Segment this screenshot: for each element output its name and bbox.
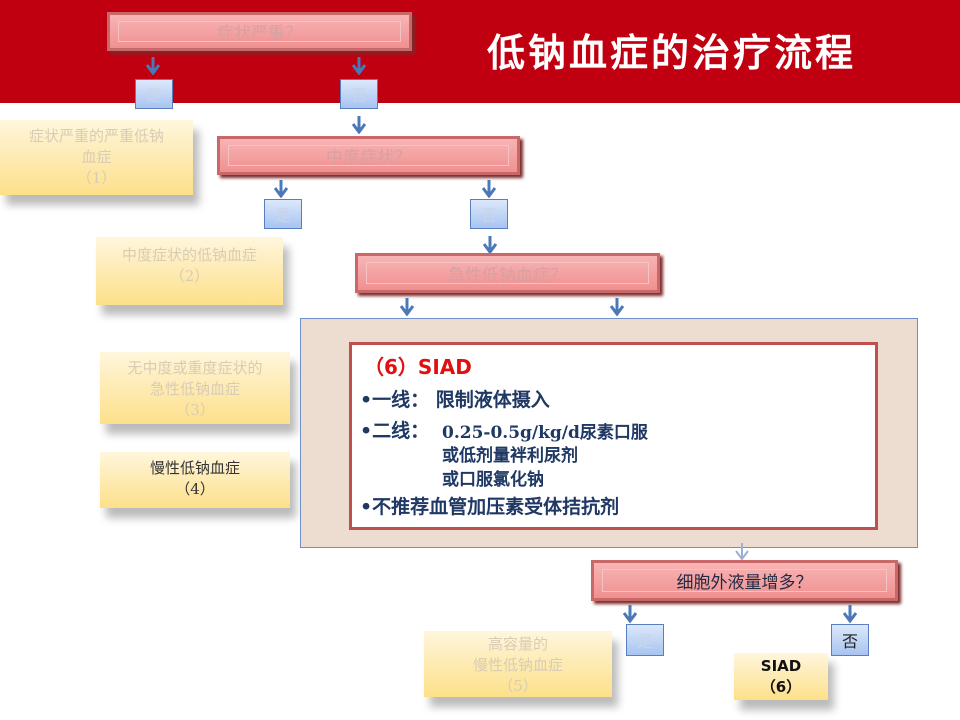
siad-treatment-card: （6）SIAD •一线： 限制液体摄入 •二线： 0.25-0.5g/kg/d尿… (349, 342, 878, 530)
arrow-down-icon (352, 116, 366, 134)
result-number: （4） (175, 480, 215, 498)
result-number: （5） (498, 677, 538, 695)
result-number: （6） (760, 678, 802, 696)
result-text: 无中度或重度症状的 (127, 359, 263, 377)
card-line-not-recommended: •不推荐血管加压素受体拮抗剂 (360, 496, 620, 518)
result-box-4: 慢性低钠血症 （4） (100, 452, 290, 508)
result-number: （1） (76, 169, 117, 187)
result-text: 高容量的 (487, 635, 548, 653)
card-line-first-line: •一线： 限制液体摄入 (360, 389, 550, 411)
decision-ecf-volume: 细胞外液量增多？ (591, 560, 898, 601)
slide-title: 低钠血症的治疗流程 (487, 31, 857, 75)
card-line-third: 或低剂量袢利尿剂 (442, 446, 578, 466)
result-box-1: 症状严重的严重低钠 血症 （1） (0, 120, 193, 195)
result-text: 中度症状的低钠血症 (121, 246, 257, 264)
result-box-2: 中度症状的低钠血症 （2） (96, 237, 283, 305)
arrow-down-icon (274, 180, 288, 198)
no-box: 否 (831, 624, 869, 656)
decision-label: 症状严重？ (217, 24, 302, 44)
card-line-fourth: 或口服氯化钠 (442, 470, 544, 490)
no-box: 否 (470, 199, 508, 229)
no-box: 否 (340, 79, 378, 109)
result-number: （3） (175, 401, 215, 419)
arrow-down-icon (482, 180, 496, 198)
arrow-down-icon (623, 605, 637, 623)
decision-label: 中度症状？ (326, 148, 411, 168)
arrow-down-icon (610, 298, 624, 316)
card-line-second-line-label: •二线： (360, 420, 430, 442)
result-text: 慢性低钠血症 (472, 656, 563, 674)
decision-acute-hyponatremia: 急性低钠血症？ (355, 253, 660, 293)
arrow-down-icon (843, 605, 857, 623)
result-text: 慢性低钠血症 (149, 459, 240, 477)
arrow-down-icon (146, 57, 160, 75)
card-line-second-line: 0.25-0.5g/kg/d尿素口服 (442, 423, 648, 443)
card-heading: （6）SIAD (364, 355, 472, 379)
decision-label: 细胞外液量增多？ (676, 573, 813, 593)
result-number: （2） (169, 267, 210, 285)
result-box-3: 无中度或重度症状的 急性低钠血症 （3） (100, 352, 290, 424)
yes-box: 是 (626, 624, 664, 656)
decision-moderate-symptoms: 中度症状？ (217, 136, 520, 175)
arrow-down-icon (400, 298, 414, 316)
yes-box: 是 (135, 79, 173, 109)
result-box-6: SIAD （6） (734, 653, 828, 700)
result-box-5: 高容量的 慢性低钠血症 （5） (424, 631, 612, 697)
result-text: 急性低钠血症 (149, 380, 240, 398)
arrow-down-icon (352, 57, 366, 75)
yes-box: 是 (264, 199, 302, 229)
result-text: 症状严重的严重低钠 (28, 127, 164, 145)
decision-severe-symptoms: 症状严重？ (107, 12, 412, 51)
arrow-down-icon (483, 236, 497, 254)
result-text: SIAD (760, 657, 802, 675)
decision-label: 急性低钠血症？ (448, 265, 567, 286)
arrow-down-icon (735, 543, 749, 561)
result-text: 血症 (81, 148, 112, 166)
